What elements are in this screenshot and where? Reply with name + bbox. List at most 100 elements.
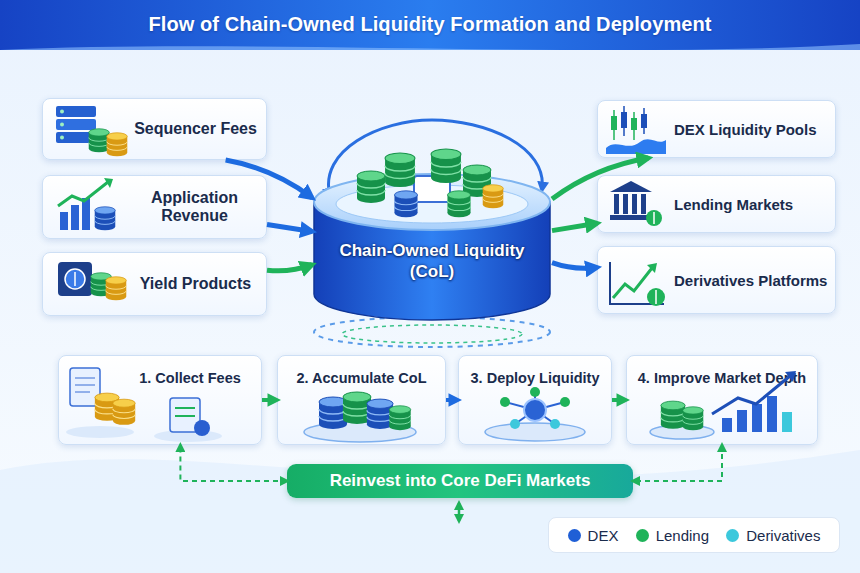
revenue-chart-icon xyxy=(58,182,108,206)
bank-icon xyxy=(632,194,637,214)
text-wrap: Chain-Owned Liquidity (CoL) xyxy=(312,240,552,282)
server-icon xyxy=(56,119,96,130)
collect-fees-icon xyxy=(175,415,195,417)
deploy-hub-icon xyxy=(530,387,540,397)
node-label: 1. Collect Fees xyxy=(123,370,257,386)
collect-fees-icon xyxy=(66,368,222,442)
bank-icon xyxy=(610,215,650,220)
accumulate-icon xyxy=(389,406,410,430)
revenue-chart-icon xyxy=(95,207,116,230)
safe-icon xyxy=(58,262,92,296)
accumulate-icon xyxy=(319,397,347,429)
market-depth-icon xyxy=(661,401,685,429)
deploy-hub-icon xyxy=(505,402,535,410)
safe-icon xyxy=(65,269,85,289)
derivatives-chart-icon xyxy=(610,262,664,304)
legend-label: DEX xyxy=(588,527,619,544)
revenue-chart-icon xyxy=(58,178,115,230)
flow-arrow xyxy=(267,265,312,271)
node-label: DEX Liquidity Pools xyxy=(674,121,831,138)
safe-icon xyxy=(58,262,126,300)
text-wrap: DEX Liquidity Pools xyxy=(674,121,831,138)
destination-box: DEX Liquidity Pools xyxy=(597,100,836,158)
destination-box: Lending Markets xyxy=(597,175,836,233)
deploy-hub-icon xyxy=(534,392,536,410)
node-label: 4. Improve Market Depth xyxy=(629,370,815,386)
safe-icon xyxy=(91,273,112,296)
reinvest-band: Reinvest into Core DeFi Markets xyxy=(287,464,633,498)
safe-icon xyxy=(74,272,76,286)
server-icon xyxy=(89,129,110,152)
derivatives-chart-icon xyxy=(655,290,657,304)
accumulate-icon xyxy=(367,399,393,429)
bank-icon xyxy=(646,210,662,226)
node-label: Derivatives Platforms xyxy=(674,272,833,289)
header-band xyxy=(0,44,860,50)
server-icon xyxy=(56,132,96,143)
header-band xyxy=(0,0,860,50)
derivatives-chart-icon xyxy=(613,268,652,298)
collect-fees-icon xyxy=(194,420,210,436)
market-depth-icon xyxy=(782,412,792,432)
collect-fees-icon xyxy=(175,407,195,409)
revenue-chart-icon xyxy=(104,178,113,188)
deploy-hub-icon xyxy=(535,402,565,410)
deploy-hub-icon xyxy=(485,387,585,441)
collect-fees-icon xyxy=(75,392,90,393)
accumulate-icon xyxy=(304,422,416,442)
page-background xyxy=(0,450,860,573)
step-box: 3. Deploy Liquidity xyxy=(458,355,612,445)
bank-icon xyxy=(641,194,646,214)
legend-swatch xyxy=(568,529,581,542)
candlestick-icon xyxy=(633,112,635,140)
server-icon xyxy=(60,123,64,127)
step-box: 1. Collect Fees xyxy=(58,355,262,445)
cylinder-rim xyxy=(336,185,528,223)
deploy-hub-icon xyxy=(500,397,510,407)
text-wrap: Reinvest into Core DeFi Markets xyxy=(330,471,591,491)
market-depth-icon xyxy=(737,410,747,432)
legend-item: Derivatives xyxy=(726,527,820,544)
node-label: 3. Deploy Liquidity xyxy=(461,370,609,386)
cycle-arrows xyxy=(314,120,550,347)
market-depth-icon xyxy=(712,376,790,414)
market-depth-icon xyxy=(650,371,796,439)
deploy-hub-icon xyxy=(535,410,555,424)
cylinder-top xyxy=(314,174,550,230)
candlestick-icon xyxy=(623,106,625,136)
deploy-hub-icon xyxy=(485,423,585,441)
text-wrap: 4. Improve Market Depth xyxy=(629,370,815,386)
destination-box: Derivatives Platforms xyxy=(597,246,836,314)
candlestick-icon xyxy=(631,118,637,130)
col-coin-stacks xyxy=(447,191,470,217)
deploy-hub-icon xyxy=(550,419,560,429)
collect-fees-icon xyxy=(66,426,134,438)
safe-icon xyxy=(106,277,127,300)
legend-item: Lending xyxy=(636,527,709,544)
flow-arrow xyxy=(262,398,277,402)
col-coin-stacks xyxy=(414,176,450,202)
flow-arrow xyxy=(552,263,597,269)
text-wrap: Yield Products xyxy=(133,275,258,293)
step-box: 2. Accumulate CoL xyxy=(277,355,446,445)
text-wrap: Application Revenue xyxy=(135,189,254,225)
legend-label: Lending xyxy=(656,527,709,544)
legend-box: DEX Lending Derivatives xyxy=(548,517,840,553)
deploy-hub-icon xyxy=(560,397,570,407)
col-coin-stacks xyxy=(385,153,415,187)
legend-swatch xyxy=(726,529,739,542)
bank-icon xyxy=(610,181,652,192)
text-wrap: 3. Deploy Liquidity xyxy=(461,370,609,386)
col-coin-stacks xyxy=(394,191,417,217)
node-label: 2. Accumulate CoL xyxy=(282,370,441,386)
bank-icon xyxy=(610,181,662,226)
node-label: Chain-Owned Liquidity (CoL) xyxy=(332,240,532,282)
header-band xyxy=(0,0,860,50)
col-coin-stacks xyxy=(483,185,504,208)
text-wrap: Sequencer Fees xyxy=(133,120,258,138)
